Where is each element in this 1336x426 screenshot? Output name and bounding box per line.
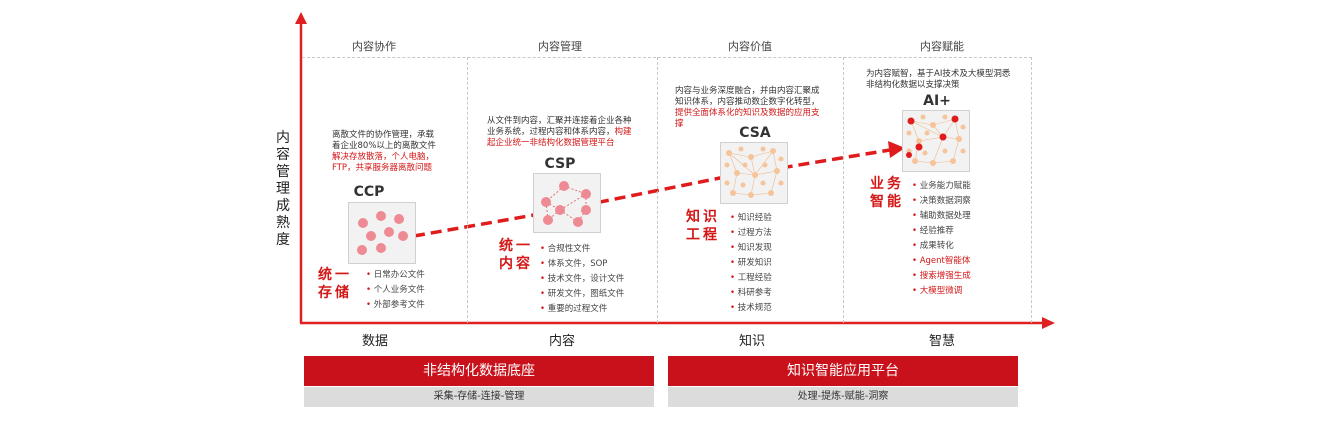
x-label-wisdom: 智慧 bbox=[928, 334, 955, 349]
ccp-label: 统一存储 bbox=[318, 267, 352, 301]
csa-label: 知识工程 bbox=[686, 209, 720, 243]
column-header-value: 内容价值 bbox=[728, 40, 772, 53]
list-item: 大模型微调 bbox=[912, 284, 971, 299]
csp-title: CSP bbox=[544, 156, 576, 172]
list-item: 日常办公文件 bbox=[366, 268, 425, 283]
list-item: 经验推荐 bbox=[912, 224, 971, 239]
x-axis-arrow bbox=[1042, 317, 1055, 329]
list-item: 研发文件，图纸文件 bbox=[540, 287, 625, 302]
csp-icon-box bbox=[533, 173, 601, 233]
list-item: 决策数据洞察 bbox=[912, 194, 971, 209]
csa-list: 知识经验 过程方法 知识发现 研发知识 工程经验 科研参考 技术规范 bbox=[730, 211, 772, 316]
list-item: 科研参考 bbox=[730, 286, 772, 301]
list-item: 合规性文件 bbox=[540, 242, 624, 257]
y-axis-label: 内容管 理成熟 度 bbox=[276, 130, 290, 248]
list-item: 个人业务文件 bbox=[366, 283, 425, 298]
x-label-data: 数据 bbox=[361, 334, 388, 349]
list-item: 外部参考文件 bbox=[366, 298, 425, 313]
list-item: 知识经验 bbox=[730, 211, 772, 226]
csp-label: 统一内容 bbox=[499, 238, 533, 272]
column-header-manage: 内容管理 bbox=[538, 40, 582, 53]
platform-left-title: 非结构化数据底座 bbox=[304, 356, 654, 386]
ccp-icon-box bbox=[348, 202, 416, 264]
x-label-content: 内容 bbox=[548, 334, 575, 349]
list-item: 知识发现 bbox=[730, 241, 772, 256]
platform-right-sub: 处理-提炼-赋能-洞察 bbox=[668, 387, 1018, 407]
column-header-collab: 内容协作 bbox=[352, 40, 396, 53]
ai-network-icon bbox=[906, 114, 966, 166]
ai-title: AI+ bbox=[923, 93, 951, 109]
trend-arrow-head bbox=[888, 141, 905, 158]
csp-description: 从文件到内容，汇聚并连接着企业各种业务系统，过程内容和体系内容，构建起企业统一非… bbox=[487, 116, 632, 148]
list-item: 业务能力赋能 bbox=[912, 179, 971, 194]
column-header-enable: 内容赋能 bbox=[920, 40, 964, 53]
ai-description: 为内容赋智，基于AI技术及大模型洞悉非结构化数据以支撑决策 bbox=[866, 69, 1011, 90]
ai-label: 业务智能 bbox=[870, 176, 904, 210]
ccp-title: CCP bbox=[353, 184, 385, 200]
y-axis-arrow bbox=[295, 12, 307, 24]
csp-list: 合规性文件 体系文件，SOP 技术文件，设计文件 研发文件，图纸文件 重要的过程… bbox=[540, 242, 625, 317]
csa-title: CSA bbox=[739, 125, 771, 141]
column-divider-2 bbox=[657, 57, 658, 323]
column-divider-3 bbox=[843, 57, 844, 323]
ai-icon-box bbox=[902, 110, 970, 172]
ccp-description: 离散文件的协作管理，承载着企业80%以上的离散文件解决存放散落，个人电脑，FTP… bbox=[332, 130, 436, 173]
column-divider-4 bbox=[1031, 57, 1032, 323]
list-item: 重要的过程文件 bbox=[540, 302, 624, 317]
ccp-list: 日常办公文件 个人业务文件 外部参考文件 bbox=[366, 268, 425, 313]
column-divider-1 bbox=[467, 57, 468, 323]
list-item: Agent智能体 bbox=[912, 254, 971, 269]
ccp-nodes-icon bbox=[357, 211, 408, 255]
ai-list: 业务能力赋能 决策数据洞察 辅助数据处理 经验推荐 成果转化 Agent智能体 … bbox=[912, 179, 971, 299]
list-item: 成果转化 bbox=[912, 239, 971, 254]
list-item: 工程经验 bbox=[730, 271, 772, 286]
trend-arrow-line bbox=[413, 148, 891, 238]
list-item: 技术文件，设计文件 bbox=[540, 272, 625, 287]
platform-right-title: 知识智能应用平台 bbox=[668, 356, 1018, 386]
csp-network-icon bbox=[541, 181, 591, 227]
platform-left-sub: 采集-存储-连接-管理 bbox=[304, 387, 654, 407]
list-item: 搜索增强生成 bbox=[912, 269, 971, 284]
header-divider bbox=[302, 57, 1032, 58]
csa-icon-box bbox=[720, 142, 788, 204]
list-item: 技术规范 bbox=[730, 301, 772, 316]
list-item: 体系文件，SOP bbox=[540, 257, 624, 272]
csa-description: 内容与业务深度融合，并由内容汇聚成知识体系，内容推动数企数字化转型，提供全面体系… bbox=[675, 86, 820, 129]
list-item: 过程方法 bbox=[730, 226, 772, 241]
list-item: 研发知识 bbox=[730, 256, 772, 271]
list-item: 辅助数据处理 bbox=[912, 209, 971, 224]
csa-network-icon bbox=[724, 146, 784, 198]
x-label-knowledge: 知识 bbox=[738, 334, 765, 349]
